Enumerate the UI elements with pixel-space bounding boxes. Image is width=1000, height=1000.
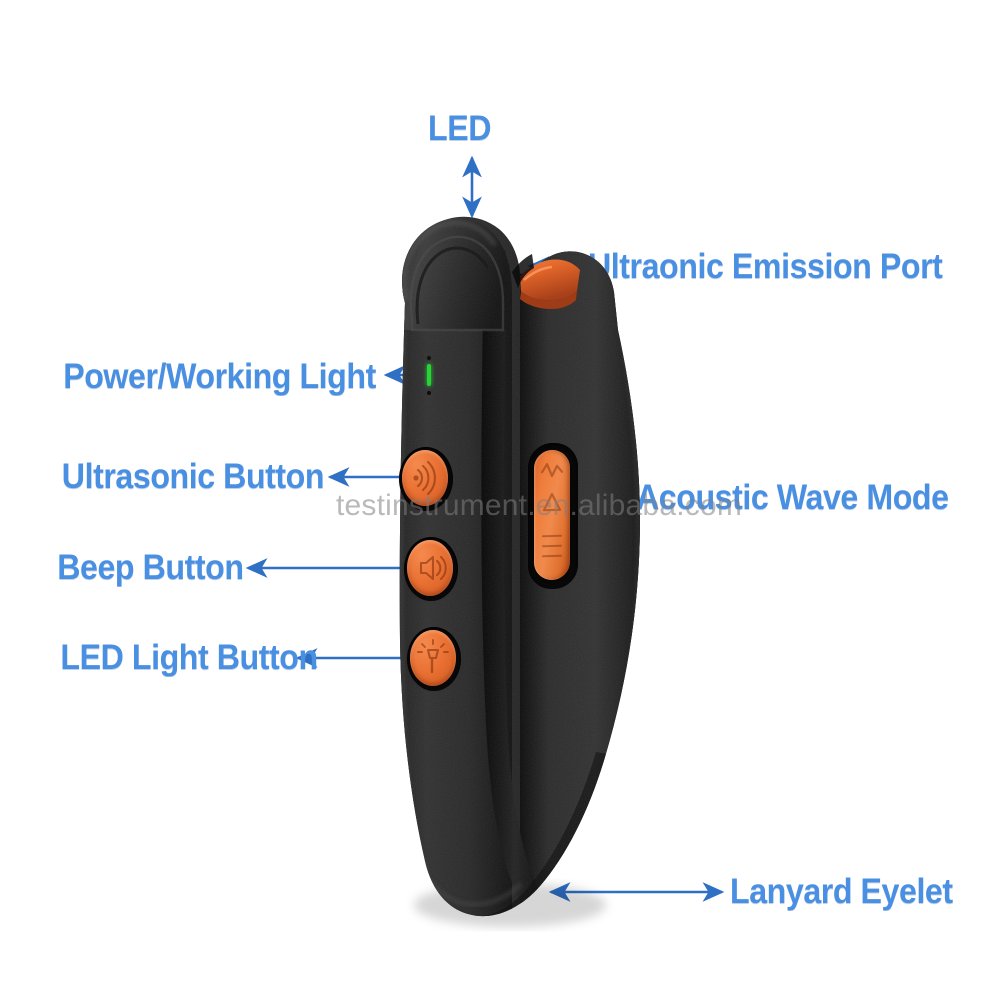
- callout-label-ultrasonic-emission-port: Ultraonic Emission Port: [588, 247, 943, 286]
- callout-label-led: LED: [428, 109, 492, 148]
- callout-label-power-working-light: Power/Working Light: [63, 357, 376, 396]
- callout-label-ultrasonic-button: Ultrasonic Button: [61, 457, 325, 496]
- side-rocker-switch[interactable]: [534, 449, 570, 581]
- callout-label-led-light-button: LED Light Button: [60, 638, 318, 677]
- callout-label-acoustic-wave-mode: Acoustic Wave Mode: [636, 478, 949, 517]
- indicator-top-dot: [427, 356, 431, 360]
- power-led-indicator: [427, 364, 431, 386]
- speaker-sound-icon: [419, 555, 447, 581]
- watermark-text: testinstrument.en.alibaba.com: [336, 489, 743, 522]
- button-led-light[interactable]: [410, 630, 456, 686]
- indicator-bottom-dot: [427, 391, 431, 395]
- button-beep[interactable]: [407, 540, 453, 596]
- callout-label-lanyard-eyelet: Lanyard Eyelet: [730, 872, 953, 911]
- wave-updown-icon: [540, 463, 564, 558]
- emission-port-lip: [520, 291, 577, 309]
- flashlight-icon: [417, 639, 449, 674]
- callout-label-beep-button: Beep Button: [57, 548, 244, 587]
